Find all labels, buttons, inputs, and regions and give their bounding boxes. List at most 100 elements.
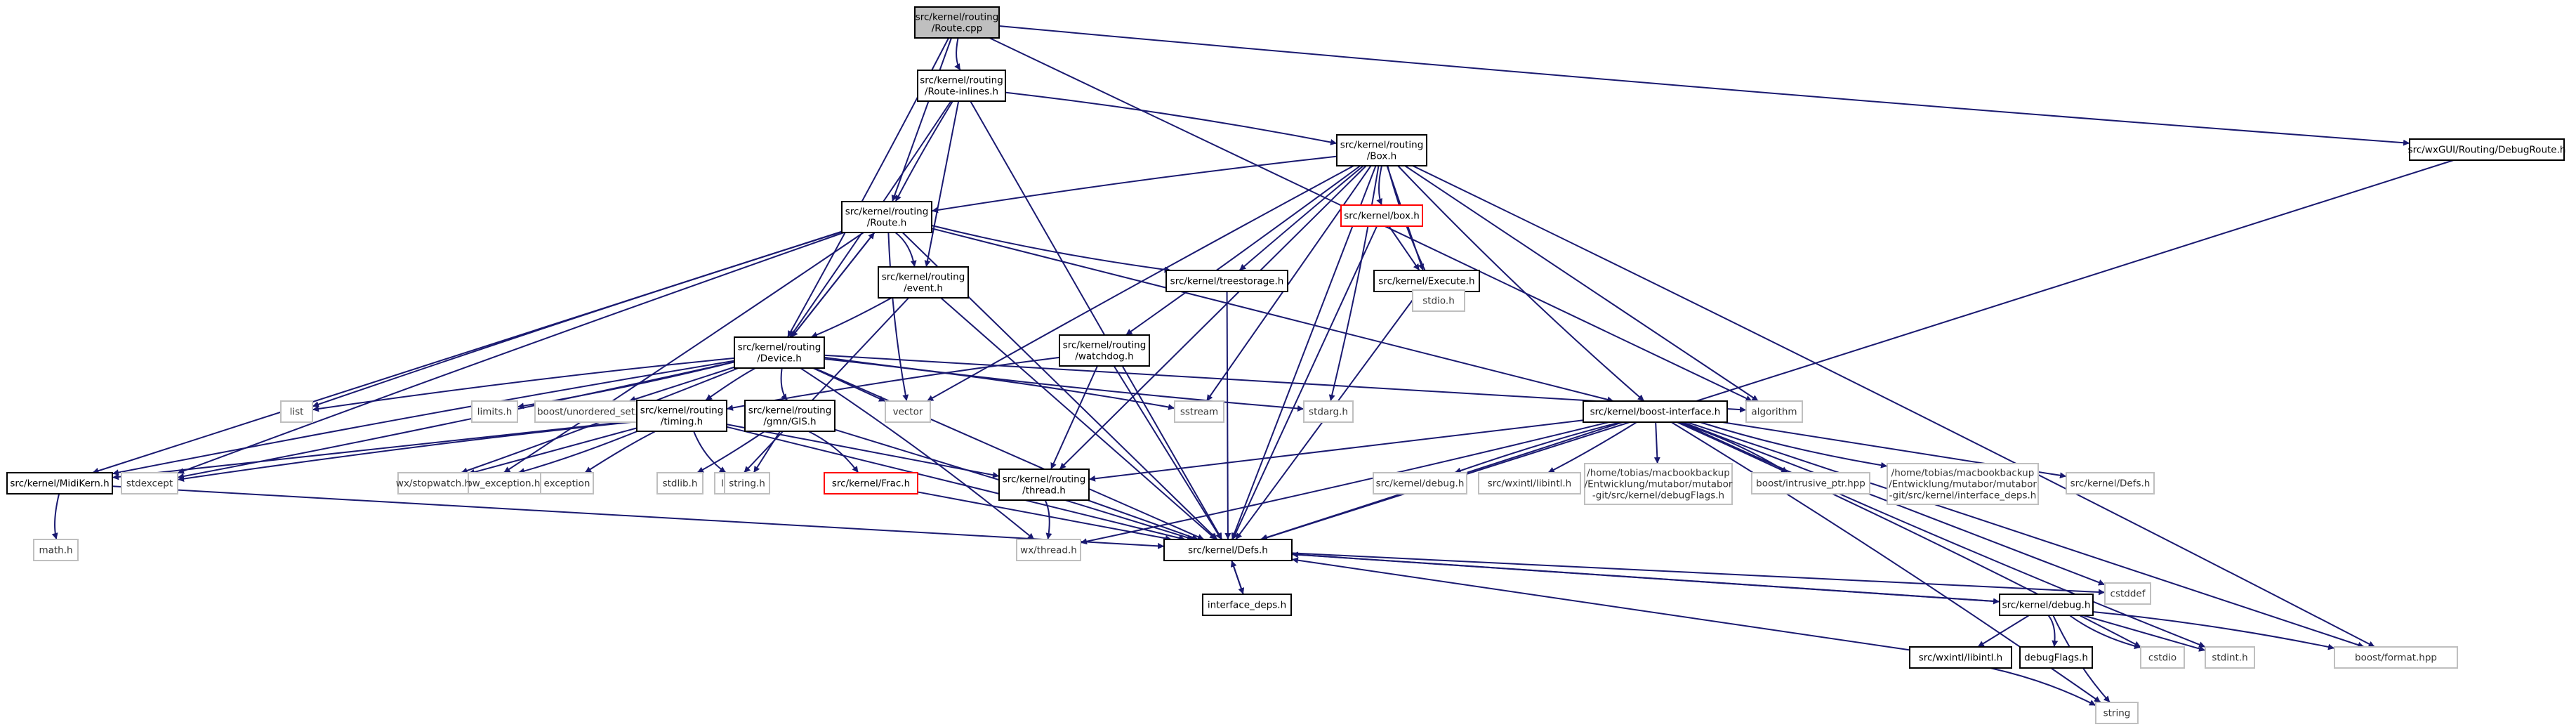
node-iface-deps[interactable]: interface_deps.h bbox=[1202, 594, 1292, 616]
edge-debug_h-to-defs_h bbox=[1291, 551, 2000, 603]
nodes-layer: src/kernel/routing/Route.cpp src/kernel/r… bbox=[6, 6, 2566, 724]
edge-timing_h-to-wxstopwatch bbox=[468, 427, 638, 476]
node-box bbox=[2066, 472, 2155, 495]
node-treestorage[interactable]: src/kernel/treestorage.h bbox=[1165, 270, 1288, 292]
node-debug-h[interactable]: src/kernel/debug.h bbox=[1999, 594, 2094, 616]
node-label: src/kernel/routing bbox=[882, 272, 965, 283]
node-watchdog-h[interactable]: src/kernel/routing/watchdog.h bbox=[1059, 334, 1150, 367]
node-route-inlines[interactable]: src/kernel/routing/Route-inlines.h bbox=[917, 70, 1006, 102]
node-box bbox=[1751, 472, 1870, 495]
edge-debug_h-to-stdint bbox=[2082, 615, 2206, 652]
node-box bbox=[121, 472, 178, 495]
edge-route_h-to-event_h bbox=[894, 232, 917, 268]
node-stdexcept: stdexcept bbox=[121, 472, 178, 495]
node-label: sstream bbox=[1180, 407, 1218, 418]
node-debugroute[interactable]: src/wxGUI/Routing/DebugRoute.h bbox=[2408, 138, 2566, 161]
node-label: src/wxintl/libintl.h bbox=[1488, 478, 1571, 490]
node-box-h[interactable]: src/kernel/routing/Box.h bbox=[1336, 134, 1427, 166]
node-midikern[interactable]: src/kernel/MidiKern.h bbox=[6, 472, 113, 495]
node-label: /event.h bbox=[904, 283, 943, 294]
edge-defs_h-to-cstddef bbox=[1291, 552, 2106, 596]
node-box bbox=[2019, 646, 2093, 669]
node-label: src/kernel/Defs.h bbox=[2070, 478, 2151, 490]
edge-route_h-to-boost_iface bbox=[931, 228, 1614, 403]
node-stdarg-h: stdarg.h bbox=[1303, 400, 1354, 423]
edge-midikern-to-defs_h bbox=[112, 485, 1165, 549]
node-box bbox=[1909, 646, 2012, 669]
node-execute-h[interactable]: src/kernel/Execute.h bbox=[1373, 270, 1480, 292]
node-label: limits.h bbox=[477, 407, 513, 418]
edge-device_h-to-defs_h bbox=[814, 367, 1205, 540]
node-label: cstdio bbox=[2148, 653, 2177, 664]
node-frac-h[interactable]: src/kernel/Frac.h bbox=[824, 472, 918, 495]
node-box bbox=[471, 400, 518, 423]
node-cstdio: cstdio bbox=[2140, 646, 2185, 669]
node-kbox-h[interactable]: src/kernel/box.h bbox=[1340, 204, 1423, 227]
node-stdio-h: stdio.h bbox=[1412, 289, 1465, 312]
node-label: boost/intrusive_ptr.hpp bbox=[1756, 478, 1865, 490]
node-box bbox=[1478, 472, 1581, 495]
edge-route_inlines-to-route_h bbox=[894, 100, 953, 202]
node-label: -git/src/kernel/debugFlags.h bbox=[1592, 490, 1724, 502]
node-timing-h[interactable]: src/kernel/routing/timing.h bbox=[636, 400, 727, 432]
node-label: src/kernel/routing bbox=[640, 405, 724, 417]
edge-gis_h-to-stdlib_h bbox=[696, 431, 765, 473]
node-box bbox=[1016, 539, 1081, 561]
node-route-h[interactable]: src/kernel/routing/Route.h bbox=[841, 201, 932, 233]
edge-timing_h-to-defs_h bbox=[726, 426, 1186, 542]
node-box bbox=[2095, 702, 2139, 724]
edge-route_h-to-midikern bbox=[92, 230, 843, 474]
node-box bbox=[656, 472, 704, 495]
edge-frac_h-to-defs_h bbox=[917, 491, 1172, 542]
node-label: stdlib.h bbox=[663, 478, 698, 490]
node-vector: vector bbox=[885, 400, 931, 423]
node-label: /home/tobias/macbookbackup bbox=[1587, 468, 1730, 479]
node-label: src/kernel/routing bbox=[748, 405, 832, 417]
node-label: src/kernel/MidiKern.h bbox=[10, 478, 109, 490]
node-label: src/kernel/routing bbox=[845, 207, 929, 218]
node-event-h[interactable]: src/kernel/routing/event.h bbox=[878, 266, 969, 299]
node-thread-h[interactable]: src/kernel/routing/thread.h bbox=[998, 469, 1090, 501]
node-label: string.h bbox=[729, 478, 765, 490]
node-box bbox=[2205, 646, 2255, 669]
edge-route_inlines-to-box_h bbox=[1005, 91, 1337, 145]
node-debugflags-long: /home/tobias/macbookbackup/Entwicklung/m… bbox=[1584, 463, 1733, 505]
node-box bbox=[2334, 646, 2458, 669]
node-label: src/kernel/Frac.h bbox=[832, 478, 910, 490]
edge-thread_h-to-defs_h bbox=[1087, 499, 1199, 541]
node-label: stdint.h bbox=[2212, 653, 2247, 664]
node-boost-iface[interactable]: src/kernel/boost-interface.h bbox=[1583, 400, 1728, 423]
node-box bbox=[998, 469, 1090, 501]
node-label: src/kernel/debug.h bbox=[2002, 600, 2091, 611]
node-label: src/kernel/routing bbox=[1003, 474, 1086, 485]
node-label: src/kernel/routing bbox=[1340, 140, 1424, 151]
edge-box_h-to-watchdog_h bbox=[1125, 165, 1361, 336]
node-defs-h[interactable]: src/kernel/Defs.h bbox=[1163, 539, 1293, 561]
node-box bbox=[1583, 400, 1728, 423]
node-label: /Route-inlines.h bbox=[925, 86, 998, 98]
node-debugflags[interactable]: debugFlags.h bbox=[2019, 646, 2093, 669]
node-label: stdarg.h bbox=[1309, 407, 1348, 418]
edge-debug_h-to-debugflags bbox=[2047, 615, 2059, 648]
edge-timing_h-to-throw_exc bbox=[517, 431, 638, 474]
edge-boost_iface-to-debugflags_long bbox=[1653, 421, 1660, 464]
node-label: /Device.h bbox=[757, 353, 802, 365]
edge-timing_h-to-stdexcept bbox=[177, 421, 638, 483]
node-wxintl-doc[interactable]: src/wxintl/libintl.h bbox=[1909, 646, 2012, 669]
node-label: /Entwicklung/mutabor/mutabor bbox=[1585, 479, 1733, 490]
node-box bbox=[1373, 472, 1467, 495]
node-limits-h: limits.h bbox=[471, 400, 518, 423]
node-gis-h[interactable]: src/kernel/routing/gmn/GIS.h bbox=[744, 400, 835, 432]
node-label: stdio.h bbox=[1422, 296, 1455, 307]
node-box bbox=[636, 400, 727, 432]
node-route-cpp[interactable]: src/kernel/routing/Route.cpp bbox=[914, 6, 1000, 39]
node-label: vector bbox=[893, 407, 923, 418]
node-label: src/kernel/boost-interface.h bbox=[1590, 407, 1721, 418]
node-algorithm: algorithm bbox=[1745, 400, 1803, 423]
node-label: stdexcept bbox=[126, 478, 173, 490]
node-box bbox=[1165, 270, 1288, 292]
node-device-h[interactable]: src/kernel/routing/Device.h bbox=[734, 336, 825, 369]
edge-watchdog_h-to-defs_h bbox=[1113, 365, 1222, 540]
edge-timing_h-to-exception bbox=[584, 431, 656, 473]
node-label: wx/thread.h bbox=[1020, 545, 1077, 556]
